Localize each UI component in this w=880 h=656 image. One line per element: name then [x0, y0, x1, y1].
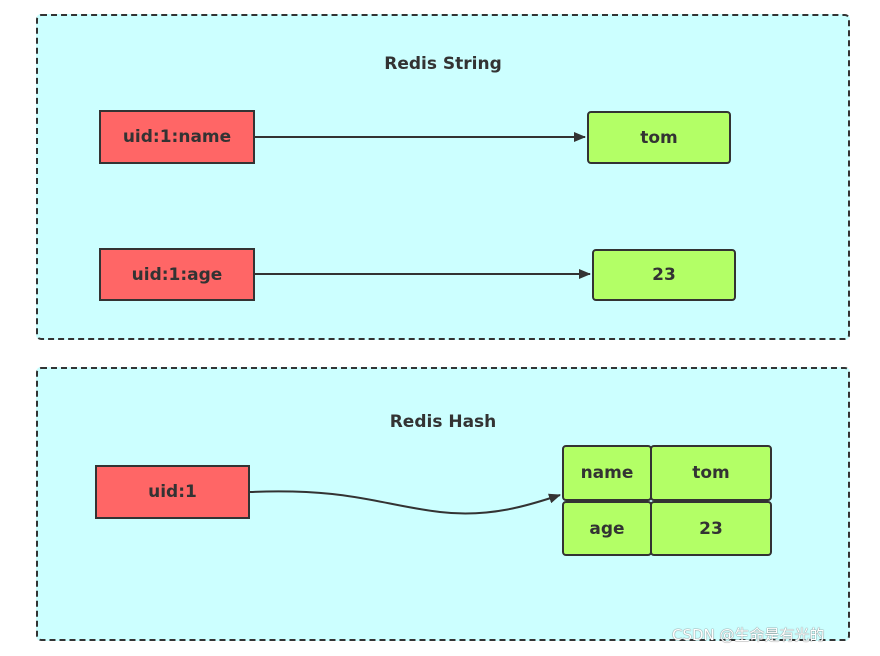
panel-title-hash: Redis Hash	[389, 412, 497, 432]
arrow-uid-to-hash	[249, 490, 561, 515]
string-value-name: tom	[587, 111, 731, 164]
hash-value-age: 23	[650, 501, 772, 556]
panel-title-string: Redis String	[384, 54, 502, 74]
string-key-name: uid:1:name	[99, 110, 255, 164]
hash-field-age: age	[562, 501, 652, 556]
hash-field-name: name	[562, 445, 652, 501]
hash-key: uid:1	[95, 465, 250, 519]
watermark: CSDN @生命是有光的	[672, 626, 825, 644]
string-value-age: 23	[592, 249, 736, 301]
string-key-age: uid:1:age	[99, 248, 255, 301]
hash-value-name: tom	[650, 445, 772, 501]
